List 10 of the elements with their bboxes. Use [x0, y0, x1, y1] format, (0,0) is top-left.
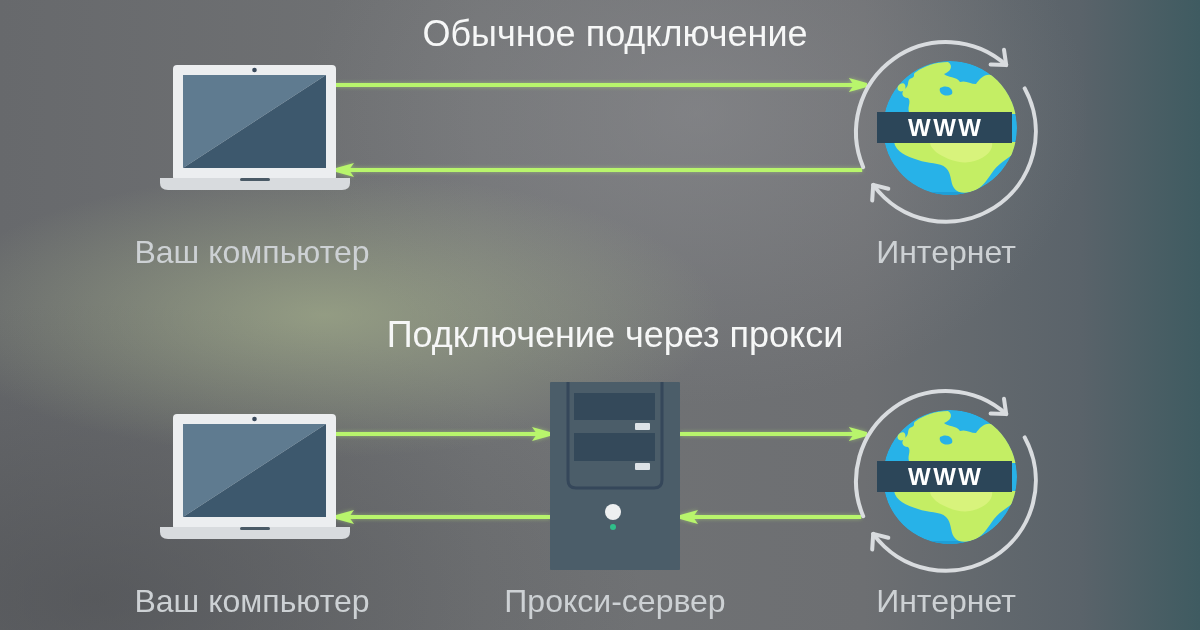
- laptop-illustration: [160, 414, 350, 540]
- section-title: Подключение через прокси: [386, 317, 844, 353]
- server-tower-illustration: [550, 382, 680, 570]
- section-title: Обычное подключение: [422, 16, 808, 52]
- node-label: Прокси-сервер: [504, 585, 726, 617]
- node-label: Интернет: [876, 585, 1016, 617]
- node-label: Ваш компьютер: [134, 236, 370, 268]
- node-label: Интернет: [876, 236, 1016, 268]
- node-label: Ваш компьютер: [134, 585, 370, 617]
- laptop-illustration: [160, 65, 350, 191]
